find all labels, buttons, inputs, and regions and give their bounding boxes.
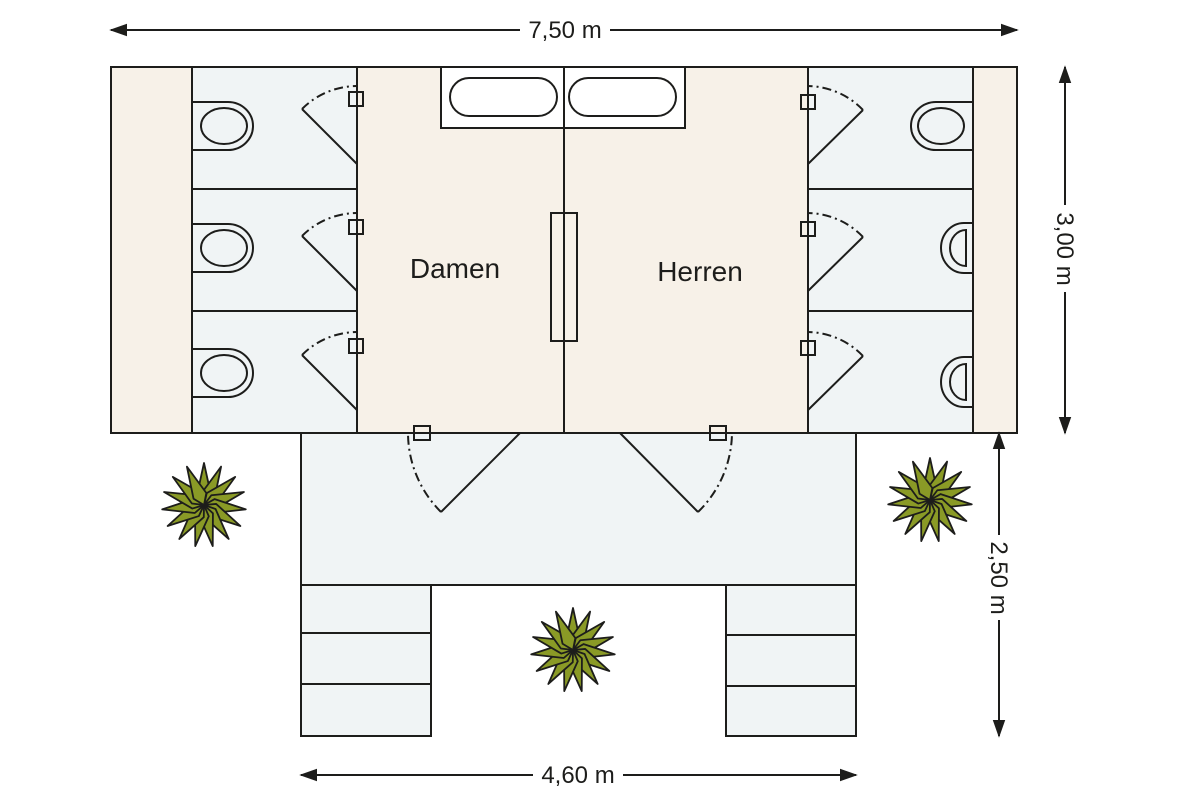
door-swing-icon xyxy=(800,331,864,411)
dimension-porch-width: 4,60 m xyxy=(299,762,858,789)
stairs-right xyxy=(725,584,857,737)
entrance-door-left-icon xyxy=(407,425,521,513)
left-cabins xyxy=(191,66,364,434)
plant-icon xyxy=(529,607,617,694)
sink-basin-icon xyxy=(568,77,677,117)
cabin-left-3 xyxy=(191,310,358,434)
toilet-icon xyxy=(192,223,254,273)
door-swing-icon xyxy=(800,212,864,292)
dimension-width-top: 7,50 m xyxy=(109,17,1019,44)
cabin-right-2 xyxy=(807,188,974,312)
dimension-porch-depth: 2,50 m xyxy=(985,431,1012,738)
room-label-women: Damen xyxy=(410,253,500,284)
cabin-right-3 xyxy=(807,310,974,434)
cabin-left-1 xyxy=(191,66,358,190)
dimension-label: 7,50 m xyxy=(528,17,601,44)
left-wall-strip xyxy=(110,66,193,434)
toilet-icon xyxy=(910,101,973,151)
door-swing-icon xyxy=(301,85,364,165)
dimension-label: 2,50 m xyxy=(985,541,1012,614)
urinal-icon xyxy=(940,356,973,408)
urinal-icon xyxy=(940,222,973,274)
dimension-label: 4,60 m xyxy=(541,762,614,789)
right-wall-strip xyxy=(972,66,1018,434)
door-swing-icon xyxy=(800,85,864,165)
toilet-icon xyxy=(192,348,254,398)
porch xyxy=(300,432,857,586)
sink-counter xyxy=(440,66,686,129)
toilet-icon xyxy=(192,101,254,151)
plant-icon xyxy=(160,462,248,549)
entrance-door-right-icon xyxy=(619,425,733,513)
door-swing-icon xyxy=(301,331,364,411)
dimension-label: 3,00 m xyxy=(1051,212,1078,285)
sink-basin-icon xyxy=(449,77,558,117)
cabin-right-1 xyxy=(807,66,974,190)
dimension-height-right: 3,00 m xyxy=(1051,65,1078,435)
plant-icon xyxy=(886,457,974,544)
room-label-men: Herren xyxy=(657,256,743,287)
cabin-left-2 xyxy=(191,188,358,312)
door-swing-icon xyxy=(301,212,364,292)
stairs-left xyxy=(300,584,432,737)
right-cabins xyxy=(800,66,974,434)
